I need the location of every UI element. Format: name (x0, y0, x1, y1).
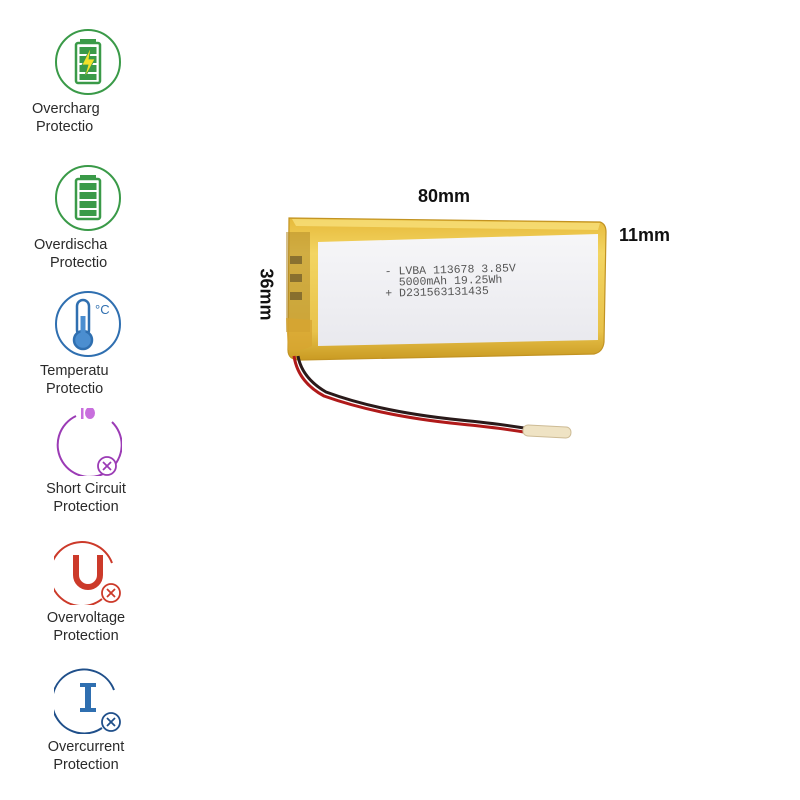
feature-label-line1: Overvoltage (46, 610, 126, 626)
feature-label-line2: Protection (53, 757, 119, 773)
feature-label-line1: Overcurrent (47, 739, 125, 755)
battery-label-text: - LVBA 113678 3.85V 5000mAh 19.25Wh + D2… (385, 262, 517, 300)
feature-label-line2: Protection (53, 628, 119, 644)
dimension-length: 80mm (418, 186, 471, 206)
battery-bolt-icon (55, 29, 121, 95)
feature-label-line2: Protection (53, 499, 119, 515)
feature-label-line1: Short Circuit (46, 481, 126, 497)
current-i-icon (54, 668, 121, 734)
feature-label-line1: Overcharg (32, 101, 100, 117)
feature-label-line1: Temperatu (40, 363, 109, 379)
feature-label-line2: Protectio (46, 381, 104, 397)
red-wire (292, 355, 525, 434)
dimension-thickness: 11mm (619, 225, 671, 245)
feature-label-line2: Protectio (50, 255, 108, 271)
celsius-text: °C (95, 302, 110, 317)
feature-label-line2: Protectio (36, 119, 94, 135)
black-wire (296, 355, 525, 430)
battery-full-icon (55, 165, 121, 231)
magnet-u-icon (54, 541, 121, 605)
dimension-width: 36mm (256, 268, 277, 321)
feature-label-line1: Overdischa (34, 237, 108, 253)
wire-connector (522, 424, 572, 439)
short-circuit-icon (56, 408, 122, 476)
battery-label-sticker (318, 234, 598, 346)
thermometer-icon: °C (55, 291, 121, 357)
